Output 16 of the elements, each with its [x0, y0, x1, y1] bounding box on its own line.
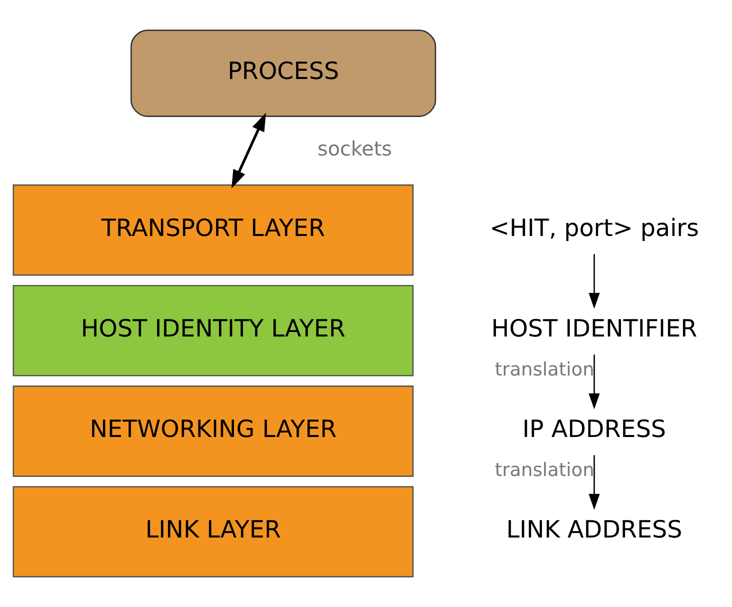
arrow [588, 354, 600, 410]
node-box: LINK LAYER [12, 486, 414, 578]
edge-label: translation [494, 460, 594, 482]
label: sockets [318, 137, 392, 160]
node-box: PROCESS [130, 30, 436, 117]
node-text: LINK ADDRESS [506, 516, 682, 544]
edge-label: translation [494, 360, 594, 381]
arrow [588, 254, 600, 309]
node-box: NETWORKING LAYER [12, 386, 414, 477]
node-box: TRANSPORT LAYER [12, 184, 414, 276]
arrow [232, 112, 266, 188]
arrow [588, 455, 600, 510]
node-text: HOST IDENTIFIER [491, 314, 698, 342]
node-text: <HIT, port> pairs [490, 214, 699, 242]
node-text: IP ADDRESS [522, 414, 666, 443]
node-box: HOST IDENTITY LAYER [12, 284, 414, 376]
